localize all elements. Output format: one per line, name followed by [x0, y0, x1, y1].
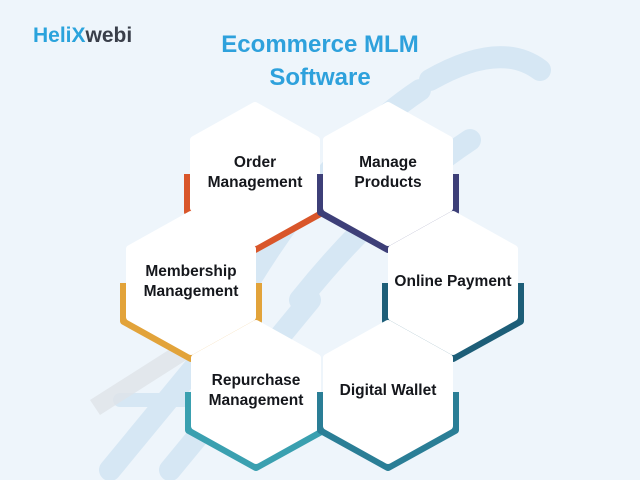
- hex-label: Digital Wallet: [339, 382, 437, 399]
- page-title: Ecommerce MLM Software: [170, 28, 470, 94]
- hex-shape: [323, 320, 453, 464]
- hex-shape: [191, 320, 321, 464]
- hex-label: Repurchase Management: [208, 372, 304, 409]
- hex-shape: [388, 211, 518, 355]
- hex-shape: [323, 102, 453, 246]
- title-line-1: Ecommerce MLM: [221, 31, 419, 58]
- hexagon-shape: [185, 320, 327, 471]
- hex-digital-wallet: Digital Wallet: [317, 320, 459, 471]
- hex-label: Order Management: [207, 154, 303, 191]
- logo-text-webi: webi: [85, 24, 133, 47]
- hex-label: Membership Management: [143, 263, 239, 300]
- hex-label: Online Payment: [394, 273, 512, 290]
- hex-label: Manage Products: [354, 154, 422, 191]
- title-line-2: Software: [269, 64, 371, 91]
- hexagon-shape: [317, 320, 459, 471]
- logo: HeliXwebi: [33, 24, 132, 48]
- logo-x: X: [71, 24, 86, 47]
- hex-repurchase-management: Repurchase Management: [185, 320, 327, 471]
- hex-shape: [126, 211, 256, 355]
- hex-shape: [190, 102, 320, 246]
- logo-text: Heli: [33, 24, 72, 47]
